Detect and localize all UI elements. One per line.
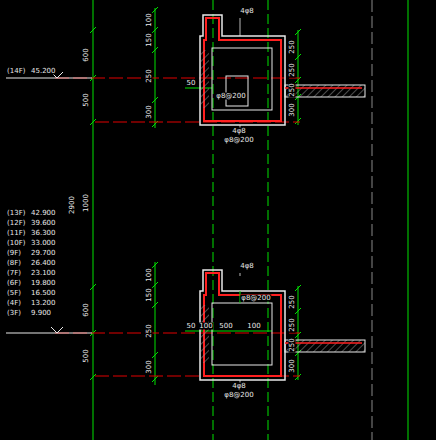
dimension-text: 600 (83, 47, 90, 62)
axis-line (372, 0, 373, 440)
leader-line (240, 18, 241, 383)
dimension-text: 100 (146, 12, 153, 27)
level-text: (10F) (6, 240, 26, 247)
dimension-text: 500 (83, 348, 90, 363)
dimension-text: 600 (83, 302, 90, 317)
dimension-text: 50 (186, 80, 197, 87)
dimension-lines (93, 0, 408, 440)
dimension-text: φ8@200 (215, 93, 246, 100)
dimension-text: 150 (146, 32, 153, 47)
level-text: (5F) (6, 290, 22, 297)
level-text: (3F) (6, 310, 22, 317)
level-text: (8F) (6, 260, 22, 267)
level-text: 39.600 (30, 220, 57, 227)
dimension-text: 4φ8 (239, 263, 255, 270)
level-text: 26.400 (30, 260, 57, 267)
level-text: 36.300 (30, 230, 57, 237)
level-text: 16.500 (30, 290, 57, 297)
dimension-text: 250 (146, 323, 153, 338)
dimension-text: 2900 (69, 195, 76, 215)
dimension-text: 100 (146, 267, 153, 282)
dimension-text: φ8@200 (240, 295, 271, 302)
level-text: 9.900 (30, 310, 52, 317)
dimension-text: 250 (289, 82, 296, 97)
level-text: 42.900 (30, 210, 57, 217)
dimension-text: 300 (146, 104, 153, 119)
dimension-text: 250 (289, 337, 296, 352)
level-text: (7F) (6, 270, 22, 277)
dimension-text: 300 (289, 358, 296, 373)
beam-section (200, 270, 365, 380)
level-text: 33.000 (30, 240, 57, 247)
beam-section (200, 15, 365, 125)
level-text: 23.100 (30, 270, 57, 277)
level-text: 19.800 (30, 280, 57, 287)
dimension-text: φ8@200 (223, 137, 254, 144)
dimension-text: 150 (146, 287, 153, 302)
elevation-marker (6, 72, 92, 333)
dimension-text: 4φ8 (231, 383, 247, 390)
dimension-text: 250 (146, 68, 153, 83)
dimension-text: 300 (289, 102, 296, 117)
level-text: (13F) (6, 210, 26, 217)
dimension-text: 250 (289, 62, 296, 77)
level-text: (4F) (6, 300, 22, 307)
level-text: (6F) (6, 280, 22, 287)
dimension-text: 500 (218, 323, 233, 330)
dimension-text: 250 (289, 39, 296, 54)
dimension-text: 4φ8 (231, 128, 247, 135)
dimension-text: 250 (289, 294, 296, 309)
dimension-text: 300 (146, 359, 153, 374)
dimension-text: 4φ8 (239, 8, 255, 15)
dimension-text: 100 (246, 323, 261, 330)
level-text: 45.200 (30, 68, 57, 75)
level-lines (55, 78, 300, 376)
dimension-text: 50 (186, 323, 197, 330)
dimension-text: φ8@200 (223, 392, 254, 399)
dimension-text: 250 (289, 317, 296, 332)
dimension-text: 100 (198, 323, 213, 330)
level-text: (11F) (6, 230, 26, 237)
dimension-ticks (90, 7, 301, 382)
dimension-text: 500 (83, 92, 90, 107)
level-text: (9F) (6, 250, 22, 257)
level-text: 13.200 (30, 300, 57, 307)
dimension-text: 1000 (83, 193, 90, 213)
level-text: 29.700 (30, 250, 57, 257)
level-text: (12F) (6, 220, 26, 227)
level-text: (14F) (6, 68, 26, 75)
